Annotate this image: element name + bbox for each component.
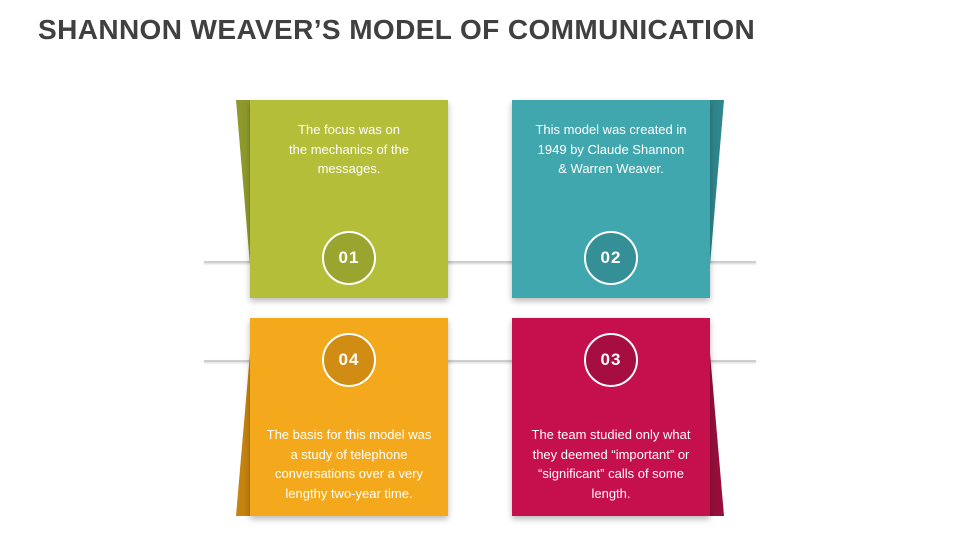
card-03-text: The team studied only what they deemed “…	[531, 427, 691, 501]
card-02: This model was created in 1949 by Claude…	[512, 100, 710, 298]
divider-line-top	[204, 261, 756, 263]
card-04-number: 04	[338, 350, 360, 369]
card-02-number: 02	[600, 248, 622, 267]
card-03: 03 The team studied only what they deeme…	[512, 318, 710, 516]
card-01-number: 01	[338, 248, 360, 267]
card-03-fold	[710, 353, 724, 516]
divider-line-bottom	[204, 360, 756, 362]
card-01-fold	[236, 100, 250, 265]
card-01: The focus was on the mechanics of the me…	[250, 100, 448, 298]
page-title: SHANNON WEAVER’S MODEL OF COMMUNICATION	[38, 14, 756, 45]
card-03-number-badge: 03	[584, 333, 638, 387]
card-01-number-badge: 01	[322, 231, 376, 285]
card-02-number-badge: 02	[584, 231, 638, 285]
card-04-number-badge: 04	[322, 333, 376, 387]
card-03-number: 03	[600, 350, 622, 369]
card-01-text: The focus was on the mechanics of the me…	[289, 122, 409, 176]
card-04-text: The basis for this model was a study of …	[266, 427, 432, 501]
card-04: 04 The basis for this model was a study …	[250, 318, 448, 516]
card-04-fold	[236, 353, 250, 516]
card-02-text: This model was created in 1949 by Claude…	[535, 122, 687, 176]
card-02-fold	[710, 100, 724, 265]
